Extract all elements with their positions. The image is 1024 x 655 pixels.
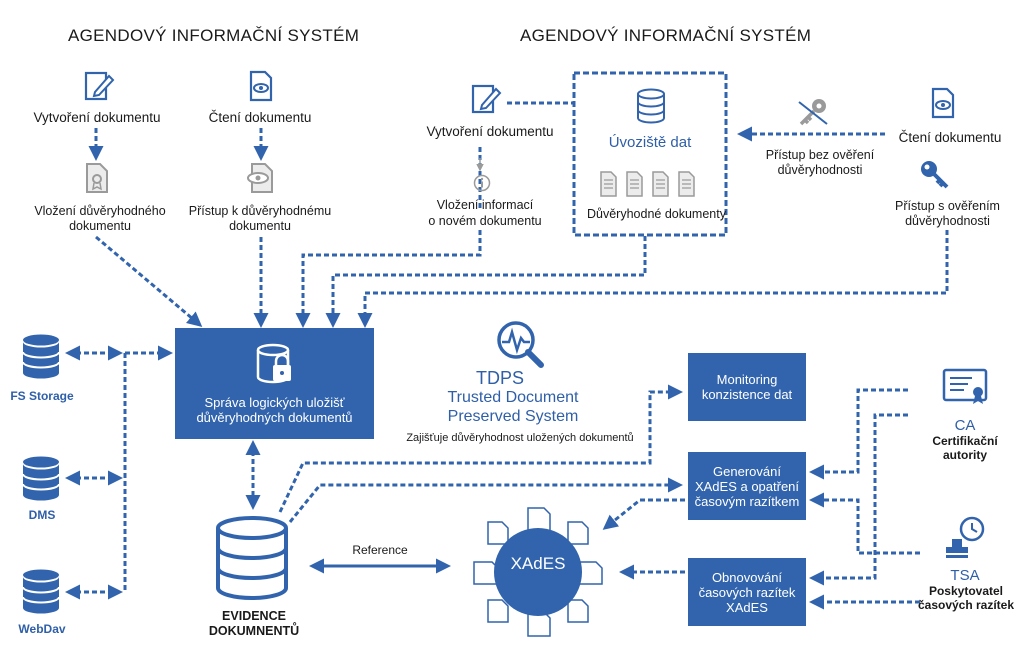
tdps-name-2: Preserved System [447,408,579,425]
tdps-subtitle: Zajišťuje důvěryhodnost uložených dokume… [406,432,634,444]
ca-label-1: Certifikační [932,434,998,448]
reference-label: Reference [352,543,408,557]
trusted-docs-label: Důvěryhodné dokumenty [587,207,726,221]
renew-line-2: časových razítek [698,584,796,600]
insert-info-label-1: Vložení informací [436,198,534,212]
right-create-doc-label: Vytvoření dokumentu [426,124,554,139]
xades-gear-icon [473,507,603,637]
generate-line-1: Generování [713,463,781,479]
access-no-verify-label-2: důvěryhodnosti [777,163,863,177]
certificate-document-icon [86,163,108,193]
management-line-1: Správa logických uložišť [204,394,345,410]
storage-title: Úvoziště dat [608,134,692,151]
secure-database-icon [256,343,291,383]
database-icon [22,456,60,501]
tdps-abbr: TDPS [475,368,524,388]
monitoring-box: Monitoring konzistence dat [688,353,806,421]
renew-timestamps-box: Obnovování časových razítek XAdES [688,558,806,626]
monitoring-line-2: konzistence dat [701,387,793,402]
database-icon [637,88,665,124]
view-document-icon [931,87,955,119]
evidence-database-icon [216,516,288,600]
fs-storage-label: FS Storage [10,389,74,403]
right-system-title: AGENDOVÝ INFORMAČNÍ SYSTÉM [520,26,812,45]
xades-label: XAdES [510,554,566,573]
database-icon [22,569,60,614]
tsa-label-2: časových razítek [917,598,1015,612]
renew-line-3: XAdES [726,599,768,615]
evidence-label-2: DOKUMNENTŮ [208,624,300,638]
insert-trusted-label-1: Vložení důvěryhodného [34,204,166,218]
key-icon [921,161,949,189]
tdps-name-1: Trusted Document [447,389,579,406]
webdav-label: WebDav [18,622,66,636]
left-create-doc-label: Vytvoření dokumentu [33,110,161,125]
view-certificate-icon [247,163,273,193]
timestamp-icon [946,516,985,558]
management-line-2: důvěryhodných dokumentů [196,409,353,425]
monitor-search-icon [497,321,544,368]
view-document-icon [249,70,273,102]
left-read-doc-label: Čtení dokumentu [208,110,312,125]
access-trusted-label-1: Přístup k důvěryhodnému [188,204,332,218]
database-icon [22,334,60,379]
access-trusted-label-2: dokumentu [229,219,291,233]
info-icon [473,174,491,192]
no-key-icon [798,99,828,126]
tsa-abbr: TSA [950,567,980,584]
access-verify-label-2: důvěryhodnosti [905,214,990,228]
insert-trusted-label-2: dokumentu [69,219,131,233]
right-read-doc-label: Čtení dokumentu [898,130,1002,145]
edit-document-icon [84,71,115,101]
insert-info-label-2: o novém dokumentu [428,214,542,228]
edit-document-icon [471,84,502,114]
dms-label: DMS [28,508,56,522]
monitoring-line-1: Monitoring [716,372,778,387]
trusted-documents-icon [600,171,695,197]
certificate-icon [942,368,988,404]
ca-label-2: autority [942,448,987,462]
access-no-verify-label-1: Přístup bez ověření [765,148,875,162]
storage-management-box: Správa logických uložišť důvěryhodných d… [175,328,374,439]
tsa-label-1: Poskytovatel [928,584,1004,598]
evidence-label-1: EVIDENCE [222,609,286,623]
renew-line-1: Obnovování [711,569,783,585]
ca-abbr: CA [954,417,976,434]
left-system-title: AGENDOVÝ INFORMAČNÍ SYSTÉM [68,26,360,45]
access-verify-label-1: Přístup s ověřením [895,199,1000,213]
generate-line-3: časovým razítkem [694,493,800,509]
generate-xades-box: Generování XAdES a opatření časovým razí… [688,452,806,520]
generate-line-2: XAdES a opatření [694,478,800,494]
